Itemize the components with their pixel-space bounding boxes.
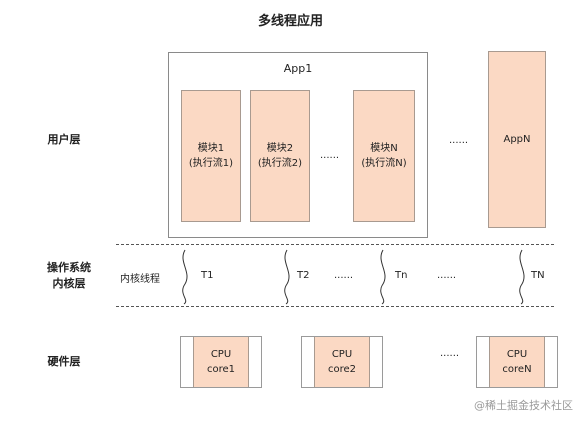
layer-label-user: 用户层 [47,133,81,146]
thread-squiggle-tN [519,249,525,305]
thread-squiggle-t1 [182,249,188,305]
cpu-core2-name: core2 [327,364,357,375]
thread-squiggle-t2 [284,249,290,305]
appN-box: AppN [488,51,546,228]
module-n: 模块N (执行流N) [353,90,415,222]
apps-ellipsis: ...... [449,135,469,146]
layer-label-kernel-line2: 内核层 [52,277,86,290]
module-n-flow: (执行流N) [361,158,407,169]
thread-ellipsis-1: ...... [334,270,354,281]
cpu-core2-label: CPU [331,349,353,360]
module-2-flow: (执行流2) [257,158,303,169]
app1-label: App1 [283,62,313,75]
appN-label: AppN [503,134,531,145]
thread-tn: Tn [395,270,408,281]
cpu-coreN: CPU coreN [476,336,558,388]
diagram-title: 多线程应用 [257,14,323,29]
module-2: 模块2 (执行流2) [250,90,310,222]
layer-label-kernel-line1: 操作系统 [47,261,91,274]
thread-ellipsis-2: ...... [437,270,457,281]
module-2-name: 模块2 [266,143,294,154]
cpu-core2-chip: CPU core2 [314,337,370,387]
kernel-boundary-bottom [116,306,554,307]
module-1-name: 模块1 [197,143,225,154]
watermark: @稀土掘金技术社区 [474,399,573,412]
layer-label-kernel: 操作系统 内核层 [34,260,104,292]
layer-label-hardware: 硬件层 [47,355,81,368]
cpu-core1-label: CPU [210,349,232,360]
cpu-core2: CPU core2 [301,336,383,388]
cpu-core1-chip: CPU core1 [193,337,249,387]
module-1-flow: (执行流1) [188,158,234,169]
cpu-coreN-chip: CPU coreN [489,337,545,387]
cpu-ellipsis: ...... [440,348,460,359]
kernel-boundary-top [116,244,554,245]
kernel-thread-label: 内核线程 [120,274,160,285]
cpu-core1-name: core1 [206,364,236,375]
thread-tN: TN [531,270,545,281]
module-1: 模块1 (执行流1) [181,90,241,222]
module-ellipsis: ...... [320,150,340,161]
cpu-coreN-label: CPU [506,349,528,360]
thread-squiggle-tn [380,249,386,305]
cpu-coreN-name: coreN [502,364,532,375]
cpu-core1: CPU core1 [180,336,262,388]
module-n-name: 模块N [370,143,398,154]
thread-t2: T2 [297,270,310,281]
thread-t1: T1 [201,270,214,281]
